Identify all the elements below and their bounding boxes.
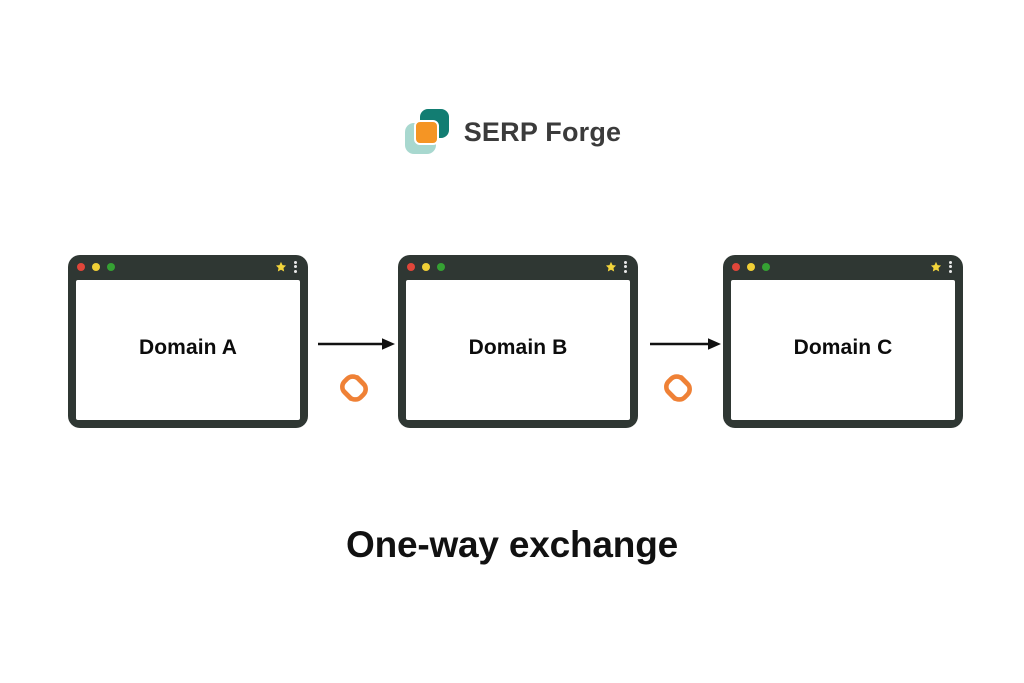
chain-link-icon-a-to-b: [340, 374, 368, 402]
titlebar-actions-domain-c: [930, 260, 952, 273]
chain-link-icon-b-to-c: [664, 374, 692, 402]
minimize-dot-icon[interactable]: [422, 262, 430, 271]
diagram-caption: One-way exchange: [346, 524, 678, 565]
star-icon[interactable]: [605, 261, 617, 273]
logo-square-orange: [413, 120, 439, 145]
titlebar-domain-c: [723, 255, 963, 278]
page-viewport-domain-c: Domain C: [731, 280, 955, 420]
traffic-light-dots: [407, 262, 445, 271]
browser-window-domain-c[interactable]: Domain C: [723, 255, 963, 428]
kebab-menu-icon[interactable]: [294, 260, 297, 273]
titlebar-actions-domain-b: [605, 260, 627, 273]
domain-label: Domain A: [138, 336, 238, 359]
browser-window-domain-a[interactable]: Domain A: [68, 255, 308, 428]
page-viewport-domain-a: Domain A: [76, 280, 300, 420]
maximize-dot-icon[interactable]: [762, 262, 770, 271]
minimize-dot-icon[interactable]: [747, 262, 755, 271]
star-icon[interactable]: [930, 261, 942, 273]
serp-forge-logo-icon: [403, 108, 451, 156]
kebab-menu-icon[interactable]: [624, 260, 627, 273]
maximize-dot-icon[interactable]: [437, 262, 445, 271]
brand-wordmark: SERP Forge: [463, 116, 622, 147]
domain-label: Domain B: [468, 336, 568, 359]
close-dot-icon[interactable]: [732, 262, 740, 271]
star-icon[interactable]: [275, 261, 287, 273]
traffic-light-dots: [77, 262, 115, 271]
browser-window-domain-b[interactable]: Domain B: [398, 255, 638, 428]
page-viewport-domain-b: Domain B: [406, 280, 630, 420]
traffic-light-dots: [732, 262, 770, 271]
kebab-menu-icon[interactable]: [949, 260, 952, 273]
minimize-dot-icon[interactable]: [92, 262, 100, 271]
titlebar-domain-b: [398, 255, 638, 278]
brand-logo: SERP Forge: [0, 108, 1024, 156]
titlebar-actions-domain-a: [275, 260, 297, 273]
domain-label: Domain C: [793, 336, 893, 359]
close-dot-icon[interactable]: [77, 262, 85, 271]
arrow-right-icon-b-to-c: [650, 338, 721, 350]
arrow-right-icon-a-to-b: [318, 338, 395, 350]
close-dot-icon[interactable]: [407, 262, 415, 271]
maximize-dot-icon[interactable]: [107, 262, 115, 271]
titlebar-domain-a: [68, 255, 308, 278]
